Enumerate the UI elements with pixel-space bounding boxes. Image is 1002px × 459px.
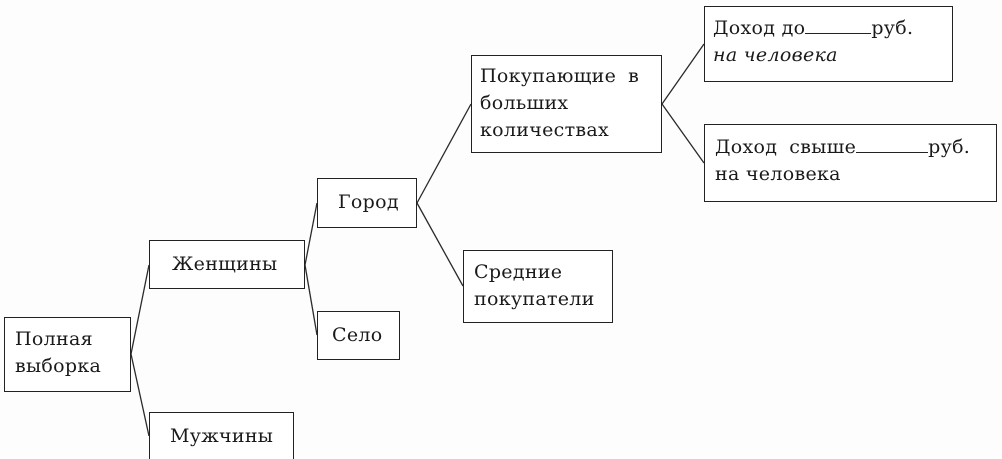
node-full-sample-line1: Полная	[15, 328, 93, 350]
node-bulk-buyers-line1: Покупающие в	[480, 63, 653, 90]
node-village-label: Село	[332, 324, 383, 346]
node-city-label: Город	[338, 191, 399, 213]
edge-root-women	[130, 264, 150, 355]
edge-city-mid	[416, 202, 464, 287]
node-income-over-line1: Доход свыше руб.	[715, 134, 988, 161]
node-women: Женщины	[149, 240, 305, 289]
node-income-up-to-prefix: Доход до	[713, 17, 806, 39]
node-village: Село	[317, 311, 400, 360]
node-average-buyers-line2: покупатели	[474, 288, 595, 310]
edge-root-men	[130, 353, 150, 437]
node-full-sample-line2: выборка	[15, 355, 102, 377]
node-income-over-word1: Доход	[715, 136, 778, 158]
node-men: Мужчины	[149, 412, 294, 459]
node-income-over-blank	[856, 135, 929, 153]
node-income-over-suffix: руб.	[928, 136, 971, 158]
node-income-up-to: Доход до руб. на человека	[704, 6, 953, 82]
edge-big-inc2	[661, 103, 705, 164]
node-income-up-to-line2: на человека	[713, 44, 838, 66]
node-men-label: Мужчины	[170, 425, 274, 447]
node-income-up-to-suffix: руб.	[871, 17, 914, 39]
node-bulk-buyers-line2: больших	[480, 92, 569, 114]
edge-big-inc1	[661, 43, 705, 105]
node-bulk-buyers-word2: в	[628, 65, 640, 87]
node-income-over-line2: на человека	[715, 163, 841, 185]
node-women-label: Женщины	[172, 253, 278, 275]
node-bulk-buyers-line3: количествах	[480, 119, 610, 141]
node-average-buyers-line1: Средние	[474, 261, 563, 283]
node-income-up-to-line1: Доход до руб.	[713, 15, 944, 42]
edge-women-city	[304, 202, 318, 266]
edge-city-big	[416, 103, 472, 204]
node-income-up-to-blank	[805, 16, 872, 34]
node-full-sample: Полная выборка	[4, 317, 131, 392]
node-income-over: Доход свыше руб. на человека	[704, 124, 997, 202]
node-income-over-word2: свыше	[789, 136, 857, 158]
edge-women-village	[304, 264, 318, 336]
node-bulk-buyers: Покупающие в больших количествах	[471, 55, 662, 153]
node-bulk-buyers-word1: Покупающие	[480, 65, 617, 87]
node-city: Город	[317, 178, 417, 228]
node-average-buyers: Средние покупатели	[463, 250, 613, 323]
